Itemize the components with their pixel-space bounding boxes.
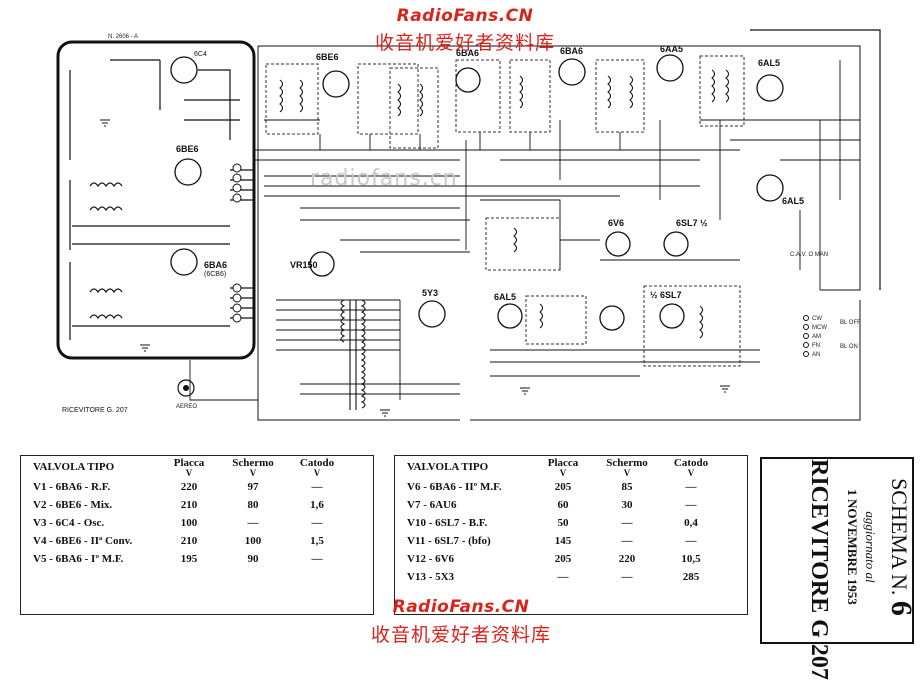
svg-text:6V6: 6V6 xyxy=(608,218,624,228)
tube-v4 xyxy=(322,70,350,98)
col-header-catodo: Catodo xyxy=(673,457,709,469)
svg-text:BL ON: BL ON xyxy=(840,344,858,350)
col-header-valve: VALVOLA TIPO xyxy=(33,461,115,473)
tube-v8 xyxy=(756,74,784,102)
svg-text:5Y3: 5Y3 xyxy=(422,288,438,298)
receiver-label: RICEVITORE G. 207 xyxy=(62,407,128,414)
svg-text:6AL5: 6AL5 xyxy=(758,58,780,68)
svg-text:6AA5: 6AA5 xyxy=(660,44,683,54)
schema-stamp: SCHEMA N. 6 aggiornato al 1 NOVEMBRE 195… xyxy=(760,457,918,680)
stamp-schema: SCHEMA N. xyxy=(887,478,912,596)
svg-text:VR150: VR150 xyxy=(290,260,318,270)
col-header-placca: Placca xyxy=(173,457,205,469)
table-row: V3 - 6C4 - Osc.100—— xyxy=(33,517,323,529)
col-header-schermo: Schermo xyxy=(606,457,648,469)
stamp-model: RICEVITORE G 207 xyxy=(806,459,832,680)
svg-text:6AL5: 6AL5 xyxy=(494,292,516,302)
table-row: V10 - 6SL7 - B.F.50—0,4 xyxy=(407,517,698,529)
table-row: V11 - 6SL7 - (bfo)145—— xyxy=(407,535,697,547)
stamp-date: 1 NOVEMBRE 1953 xyxy=(845,489,860,605)
tube-v5 xyxy=(455,67,481,93)
svg-text:6BE6: 6BE6 xyxy=(176,144,199,154)
tube-v7 xyxy=(656,54,684,82)
svg-text:6BA6: 6BA6 xyxy=(204,260,227,270)
col-header-placca: Placca xyxy=(547,457,579,469)
watermark-top-cn: 收音机爱好者资料库 xyxy=(374,32,555,54)
svg-text:BL OFF: BL OFF xyxy=(840,320,861,326)
tube-v3 xyxy=(170,56,198,84)
stamp-number: 6 xyxy=(885,600,918,616)
svg-text:AM: AM xyxy=(812,334,821,340)
col-header-valve: VALVOLA TIPO xyxy=(407,461,489,473)
svg-text:6BA6: 6BA6 xyxy=(456,48,479,58)
aereo-label: AEREO xyxy=(176,404,197,410)
tube-6al5b xyxy=(497,303,523,329)
col-header-catodo: Catodo xyxy=(299,457,335,469)
tube-v12 xyxy=(605,231,631,257)
tube-v2 xyxy=(174,158,202,186)
watermark-faint: radiofans.cn xyxy=(310,166,458,191)
svg-text:FN: FN xyxy=(812,343,820,349)
tube-vr150 xyxy=(309,251,335,277)
stamp-aggiornato: aggiornato al xyxy=(863,511,878,583)
svg-text:6C4: 6C4 xyxy=(194,51,207,58)
tube-v6 xyxy=(558,58,586,86)
svg-text:MCW: MCW xyxy=(812,325,827,331)
svg-text:(6CB6): (6CB6) xyxy=(204,271,226,278)
svg-text:½ 6SL7: ½ 6SL7 xyxy=(650,290,682,300)
tube-v10 xyxy=(663,231,689,257)
tube-v9 xyxy=(756,174,784,202)
watermark-top-en: RadioFans.CN xyxy=(396,6,534,26)
svg-text:CW: CW xyxy=(812,316,822,322)
svg-text:6BE6: 6BE6 xyxy=(316,52,339,62)
tube-5y3 xyxy=(418,300,446,328)
table-row: V13 - 5X3——285 xyxy=(407,571,700,583)
tube-v1 xyxy=(170,248,198,276)
watermark-bottom-en: RadioFans.CN xyxy=(392,597,530,617)
svg-text:AN: AN xyxy=(812,352,820,358)
tube-v11b xyxy=(659,303,685,329)
svg-text:6SL7 ½: 6SL7 ½ xyxy=(676,218,708,228)
tube-v11a xyxy=(599,305,625,331)
svg-text:6AL5: 6AL5 xyxy=(782,196,804,206)
svg-text:6BA6: 6BA6 xyxy=(560,46,583,56)
schematic-diagram: N. 2606 - A 6C4 6BE6 6BA6 (6CB6) 6BE6 6B… xyxy=(56,29,881,421)
rf-module-frame xyxy=(56,40,256,360)
module-label: N. 2606 - A xyxy=(108,34,138,40)
svg-text:C.A.V. O MAN: C.A.V. O MAN xyxy=(790,252,828,258)
col-header-schermo: Schermo xyxy=(232,457,274,469)
watermark-bottom-cn: 收音机爱好者资料库 xyxy=(370,624,551,646)
